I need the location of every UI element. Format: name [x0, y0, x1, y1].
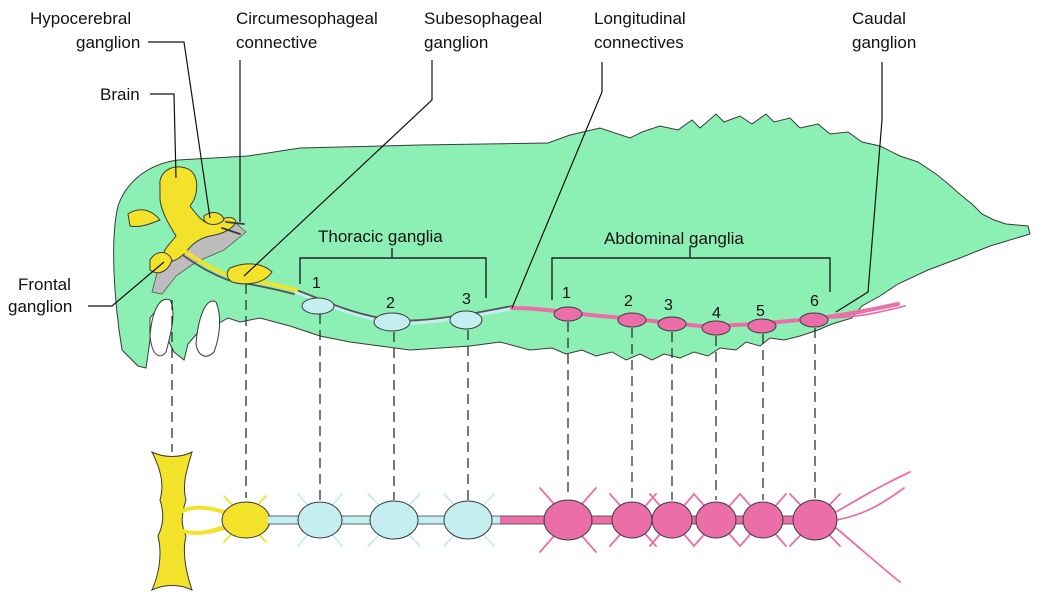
thoracic-number-2: 2	[386, 295, 395, 312]
isolated-thoracic-ganglion-2	[368, 494, 420, 546]
abdominal-ganglion-6	[800, 313, 828, 327]
label-longitudinal-1: Longitudinal	[594, 9, 686, 28]
isolated-abdominal-ganglion-4	[694, 494, 740, 546]
label-caudal-2: ganglion	[852, 33, 916, 52]
thoracic-ganglion-3	[450, 311, 482, 329]
abdominal-ganglion-1	[554, 307, 582, 321]
isolated-abdominal-ganglion-5	[740, 494, 786, 546]
label-circumesophageal-2: connective	[236, 33, 317, 52]
label-thoracic-ganglia: Thoracic ganglia	[318, 227, 443, 246]
label-hypocerebral-ganglion-1: Hypocerebral	[30, 9, 131, 28]
abdominal-number-2: 2	[624, 293, 633, 310]
insect-body	[114, 114, 1030, 368]
isolated-thoracic-ganglion-1	[298, 494, 342, 546]
thoracic-ganglion-1	[302, 298, 334, 314]
isolated-abdominal-ganglion-2	[610, 494, 656, 546]
abdominal-number-6: 6	[810, 293, 819, 310]
label-circumesophageal-1: Circumesophageal	[236, 9, 378, 28]
label-subesophageal-2: ganglion	[424, 33, 488, 52]
isolated-nerve-cord	[152, 452, 910, 590]
isolated-caudal-nerves	[836, 472, 910, 582]
abdominal-ganglion-5	[748, 319, 776, 333]
label-hypocerebral-ganglion-2: ganglion	[76, 33, 140, 52]
label-frontal-1: Frontal	[18, 275, 71, 294]
abdominal-ganglion-4	[702, 321, 730, 335]
abdominal-number-5: 5	[756, 303, 765, 320]
thoracic-number-1: 1	[312, 275, 321, 292]
abdominal-ganglion-3	[658, 317, 686, 331]
isolated-abdominal-ganglion-3	[650, 494, 694, 546]
label-subesophageal-1: Subesophageal	[424, 9, 542, 28]
hypocerebral-ganglion-in-body	[204, 213, 224, 225]
thoracic-ganglion-2	[374, 313, 410, 331]
label-longitudinal-2: connectives	[594, 33, 684, 52]
label-frontal-2: ganglion	[8, 297, 72, 316]
label-caudal-1: Caudal	[852, 9, 906, 28]
thoracic-number-3: 3	[462, 291, 471, 308]
isolated-abdominal-ganglion-1	[540, 488, 596, 552]
label-brain: Brain	[100, 85, 140, 104]
abdominal-number-4: 4	[712, 305, 721, 322]
abdominal-number-1: 1	[562, 285, 571, 302]
isolated-subesophageal-ganglion	[210, 496, 270, 542]
abdominal-number-3: 3	[664, 297, 673, 314]
isolated-brain	[152, 452, 192, 590]
isolated-thoracic-ganglion-3	[444, 494, 494, 546]
label-abdominal-ganglia: Abdominal ganglia	[604, 229, 744, 248]
abdominal-ganglion-2	[618, 313, 646, 327]
isolated-abdominal-ganglion-6	[790, 494, 840, 546]
